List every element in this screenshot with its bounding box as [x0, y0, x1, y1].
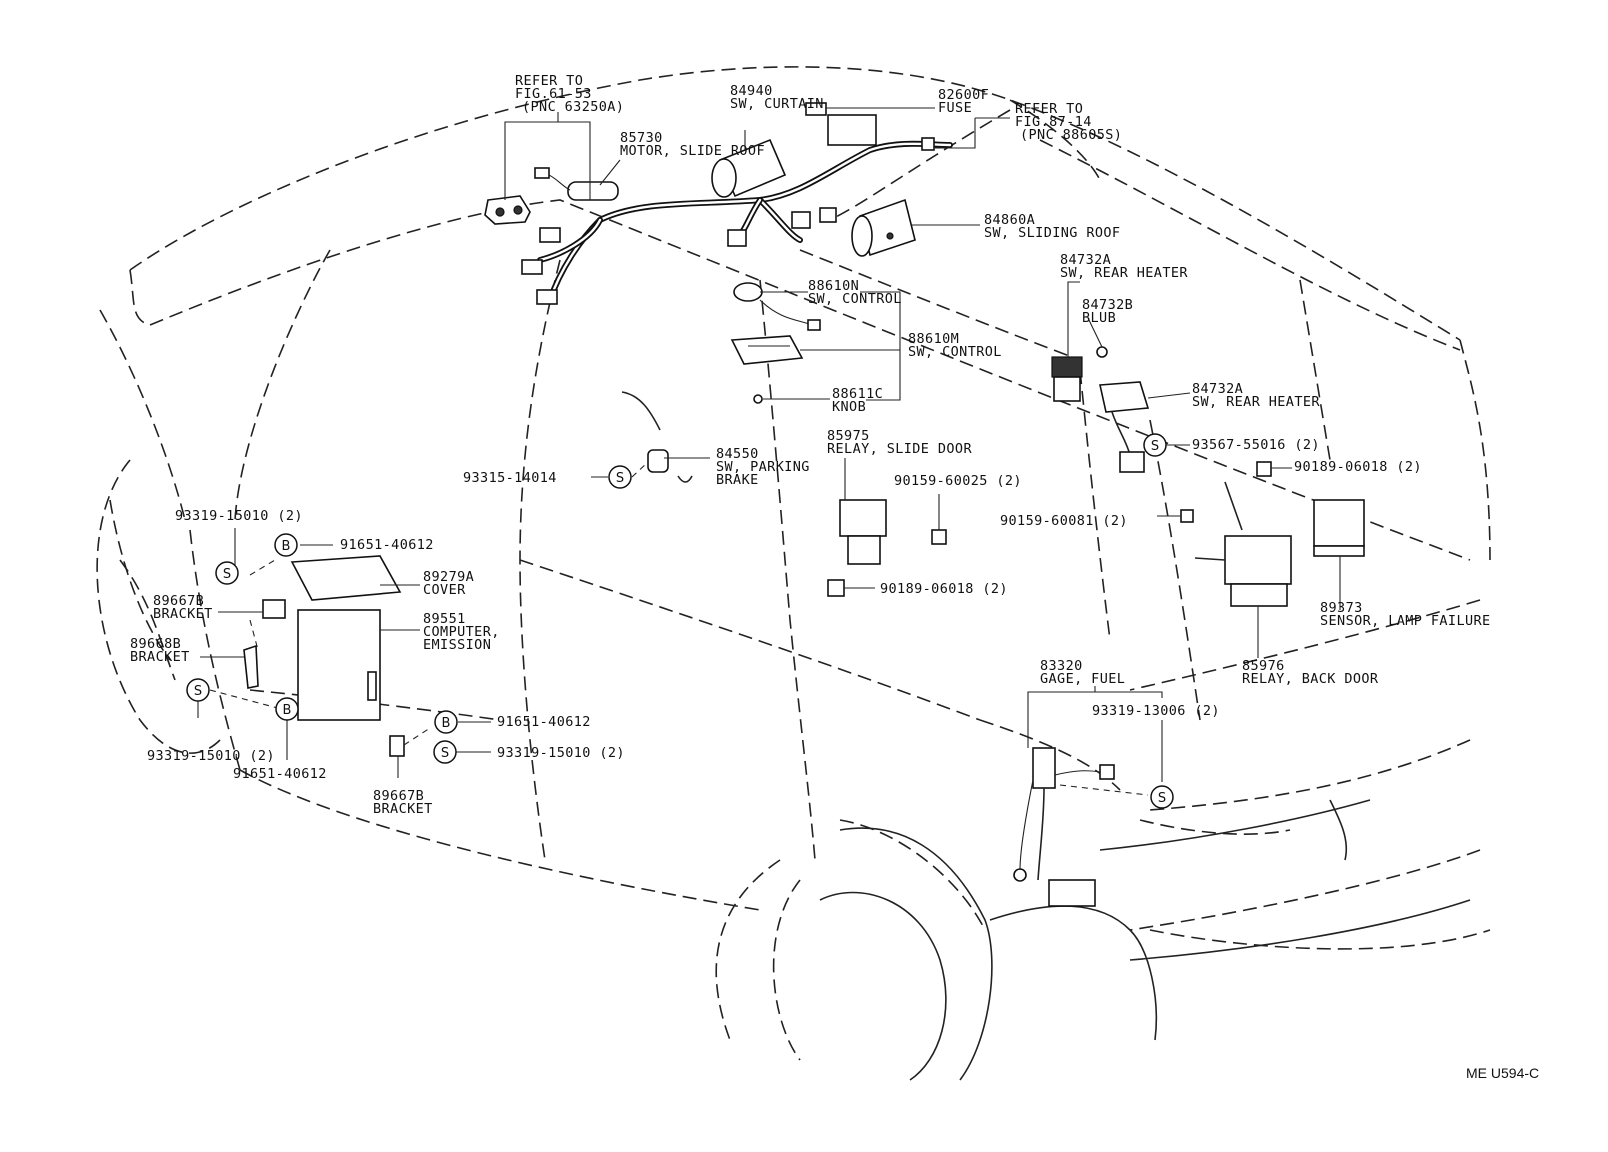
lamp-failure-sensor-part [1313, 499, 1365, 557]
blub-part [1096, 346, 1108, 358]
fastener-symbols: S S B S S B B S S [186, 433, 1174, 809]
screw-symbol: S [441, 746, 449, 761]
label-93315-14014: 93315-14014 [463, 470, 557, 486]
label-93319-15010-bottom: 93319-15010 (2) [147, 748, 275, 764]
vehicle-body-outline [96, 66, 1491, 1081]
label-93319-13006: 93319-13006 (2) [1092, 703, 1220, 719]
label-91651-40612-mid: 91651-40612 [497, 714, 591, 730]
fuse-part [805, 102, 877, 146]
emission-computer-part [297, 609, 381, 721]
bolt-symbol: B [282, 539, 291, 554]
label-93319-15010-mid: 93319-15010 (2) [497, 745, 625, 761]
rear-heater-switch-upper-part [1051, 356, 1083, 402]
roof-harness-wire [537, 140, 953, 303]
screw-symbol: S [616, 471, 624, 486]
leader-lines [197, 107, 1341, 796]
screw-symbol: S [1151, 439, 1159, 454]
fuel-gage-part [1013, 747, 1115, 907]
bolt-symbol: B [442, 716, 451, 731]
label-90189-06018-mid: 90189-06018 (2) [880, 581, 1008, 597]
drawing-code: ME U594-C [1466, 1065, 1539, 1081]
bolt-symbol: B [283, 703, 292, 718]
bracket-89668b-part [243, 644, 259, 689]
refer-bracket-part [484, 195, 531, 225]
label-91651-40612-top: 91651-40612 [340, 537, 434, 553]
parking-brake-switch-part [621, 391, 693, 483]
label-93567-55016: 93567-55016 (2) [1192, 437, 1320, 453]
slide-door-relay-part [827, 499, 887, 597]
slide-roof-motor-part [534, 167, 619, 201]
cover-part [290, 555, 402, 601]
label-90189-06018-right: 90189-06018 (2) [1294, 459, 1422, 475]
label-91651-40612-bottom: 91651-40612 [233, 766, 327, 782]
harness-connectors [521, 137, 935, 305]
sliding-roof-switch-part [851, 198, 916, 257]
label-90159-60081: 90159-60081 (2) [1000, 513, 1128, 529]
control-switch-88610m-part [730, 335, 804, 365]
clip-90189-right-part [1256, 461, 1272, 477]
curtain-switch-part [711, 138, 787, 198]
label-93319-15010-top: 93319-15010 (2) [175, 508, 303, 524]
rear-heater-switch-lower-part [1099, 381, 1150, 473]
bolt-90159-60081-part [1180, 509, 1194, 523]
screw-symbol: S [1158, 791, 1166, 806]
label-90159-60025: 90159-60025 (2) [894, 473, 1022, 489]
bracket-89667b-bottom-part [389, 735, 405, 757]
screw-symbol: S [223, 567, 231, 582]
screw-symbol: S [194, 684, 202, 699]
bracket-89667b-left-part [262, 599, 286, 619]
bolt-90159-60025-part [931, 529, 947, 545]
back-door-relay-part [1194, 481, 1292, 607]
knob-part [753, 394, 763, 404]
